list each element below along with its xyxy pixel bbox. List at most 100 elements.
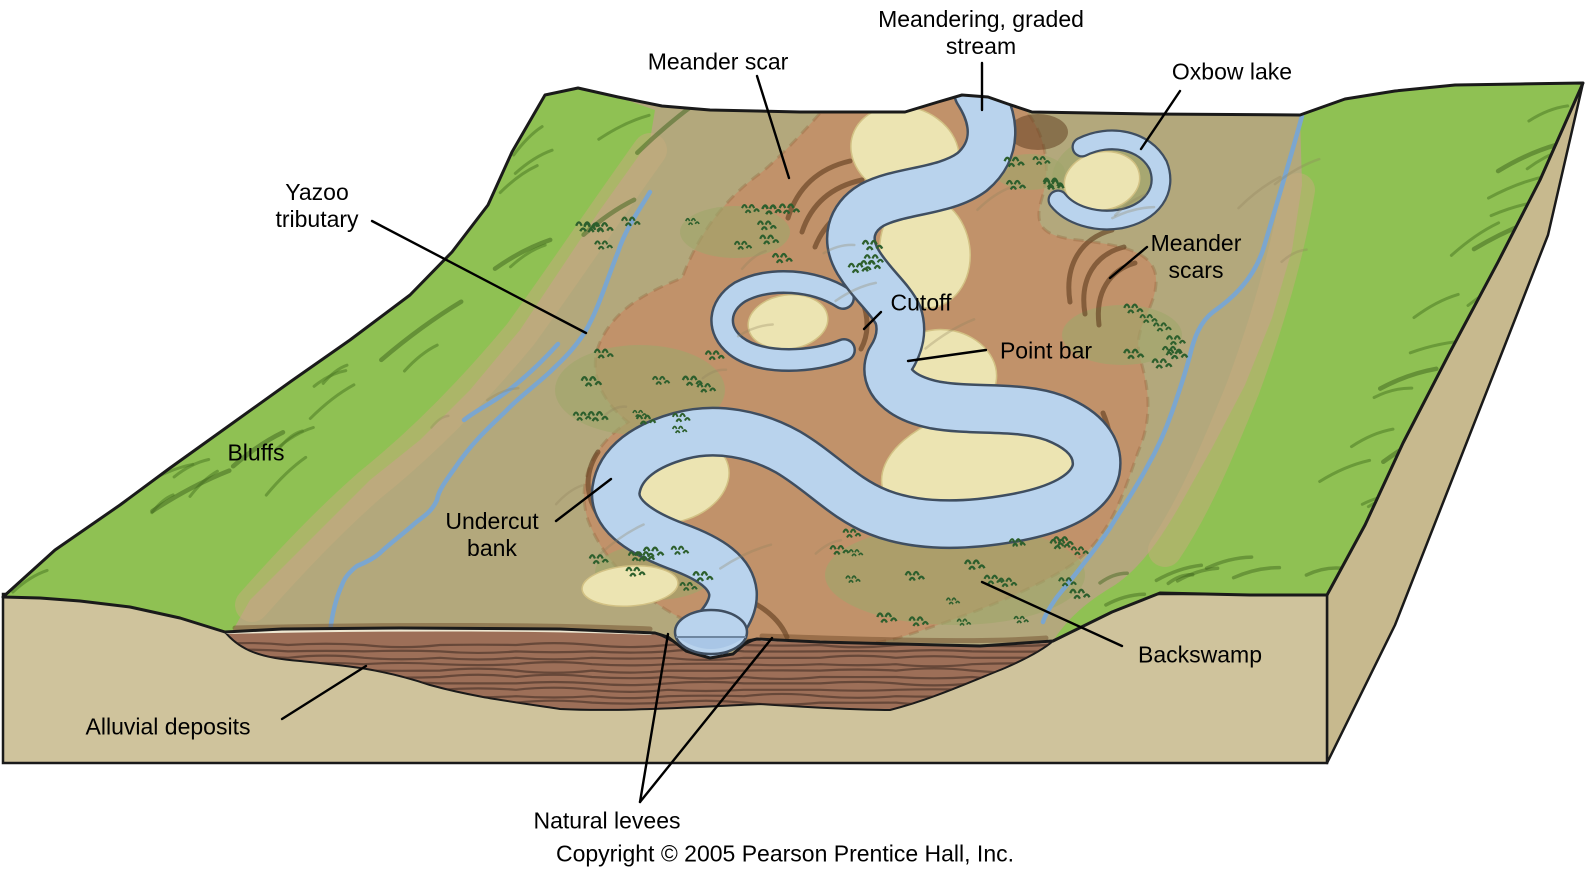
- grass-streak: [719, 543, 773, 570]
- grass-streak: [701, 368, 728, 380]
- front-edge-fringe: [232, 622, 1049, 644]
- grass-streak: [403, 343, 439, 373]
- label-point-bar: Point bar: [999, 337, 1093, 364]
- grass-streak: [1318, 458, 1372, 483]
- grass-streak: [822, 243, 856, 255]
- grass-streak: [11, 568, 49, 594]
- grass-streak: [285, 310, 311, 335]
- scar-arc: [1066, 227, 1115, 305]
- label-bluffs: Bluffs: [227, 439, 285, 466]
- pond-deep-water: [677, 637, 745, 649]
- left-bluffs: [3, 88, 655, 632]
- grass-streak: [258, 344, 305, 375]
- dark-bank-patch: [1008, 114, 1068, 150]
- grass-streak: [1527, 104, 1570, 123]
- yazoo-stream-branch: [461, 341, 561, 423]
- grass-streak: [598, 523, 645, 556]
- grass-streak: [430, 414, 450, 429]
- grass-streak: [512, 125, 544, 157]
- grass-streak: [1350, 427, 1395, 449]
- label-meander-scar: Meander scar: [647, 48, 789, 75]
- label-meandering-graded-stream: Meandering, graded stream: [878, 5, 1084, 59]
- grass-streak: [554, 484, 584, 506]
- meandering-stream-river: [590, 83, 1122, 658]
- scar-arc: [1095, 260, 1138, 328]
- grass-streak: [1495, 142, 1560, 174]
- river-cross-section-pond: [673, 608, 749, 656]
- label-alluvial-deposits: Alluvial deposits: [85, 713, 251, 740]
- grass-streak: [1204, 555, 1254, 570]
- grass-streak: [604, 405, 628, 416]
- grass-streak: [1237, 175, 1282, 210]
- grass-streak: [336, 272, 367, 288]
- grass-streak: [1175, 566, 1220, 583]
- grass-streak: [429, 140, 461, 167]
- yazoo-stream: [327, 189, 653, 635]
- leader-natural-levees-left: [638, 632, 670, 804]
- river-water: [593, 83, 1120, 658]
- grass-streak: [486, 386, 520, 402]
- leader-meander-scar: [755, 74, 791, 180]
- grass-streak: [924, 318, 976, 350]
- grass-streak: [1111, 205, 1156, 220]
- cutoff-water: [712, 272, 854, 370]
- leader-undercut-bank: [554, 477, 613, 523]
- grass-streak: [1377, 366, 1439, 391]
- grass-streak: [230, 430, 286, 469]
- grass-streak: [1104, 592, 1147, 607]
- grass-streak: [1304, 566, 1344, 577]
- grass-streak: [736, 323, 774, 338]
- label-oxbow-lake: Oxbow lake: [1171, 58, 1293, 85]
- grass-streak: [1231, 565, 1282, 580]
- grass-streak: [1372, 386, 1414, 399]
- grass-streak: [976, 186, 1012, 212]
- grass-streak: [166, 390, 222, 423]
- grass-streak: [321, 363, 349, 385]
- grass-streak: [814, 538, 843, 555]
- cutoff-channel: [710, 270, 856, 372]
- alluvium-stripe: [225, 661, 1053, 668]
- grass-streak: [834, 281, 878, 303]
- leader-meander-scars: [1108, 245, 1149, 280]
- leader-backswamp: [980, 580, 1124, 648]
- grass-streak: [513, 148, 554, 175]
- grass-streak: [279, 429, 304, 448]
- grass-streak: [308, 383, 356, 420]
- grass-streak: [1154, 563, 1204, 583]
- grass-streak: [264, 455, 308, 497]
- scar-arc: [1081, 244, 1127, 317]
- grass-streak: [1449, 221, 1501, 257]
- grass-streak: [492, 237, 553, 271]
- sand-bar: [581, 565, 679, 607]
- leader-yazoo-tributary: [370, 219, 588, 335]
- label-yazoo-tributary: Yazoo tributary: [275, 178, 359, 232]
- copyright-line: Copyright © 2005 Pearson Prentice Hall, …: [555, 840, 1015, 867]
- grass-streak: [338, 259, 383, 300]
- alluvium-stripe: [225, 648, 1053, 655]
- grass-streak: [1113, 193, 1147, 217]
- label-backswamp: Backswamp: [1138, 641, 1262, 668]
- oxbow-water: [1049, 131, 1170, 229]
- grass-streak: [1280, 248, 1308, 264]
- leader-oxbow-lake: [1139, 89, 1182, 151]
- grass-streak: [597, 113, 651, 141]
- scar-arc: [785, 158, 853, 221]
- grass-streak: [740, 249, 767, 271]
- grass-streak: [498, 164, 539, 195]
- oxbow-lake-water: [1047, 129, 1172, 231]
- grass-streak: [509, 243, 547, 269]
- label-undercut-bank: Undercut bank: [445, 507, 539, 561]
- floodplain-surface: [3, 83, 1583, 658]
- right-tributary-stream: [1040, 113, 1305, 625]
- left-slope-transition: [235, 133, 667, 622]
- grass-streak: [150, 468, 232, 514]
- grass-streak: [1273, 157, 1321, 186]
- label-natural-levees: Natural levees: [533, 807, 681, 834]
- label-cutoff: Cutoff: [890, 289, 952, 316]
- grass-streak: [1098, 571, 1129, 585]
- leader-cutoff: [862, 310, 883, 331]
- label-meander-scars: Meander scars: [1150, 229, 1242, 283]
- leader-lines: [280, 61, 1182, 804]
